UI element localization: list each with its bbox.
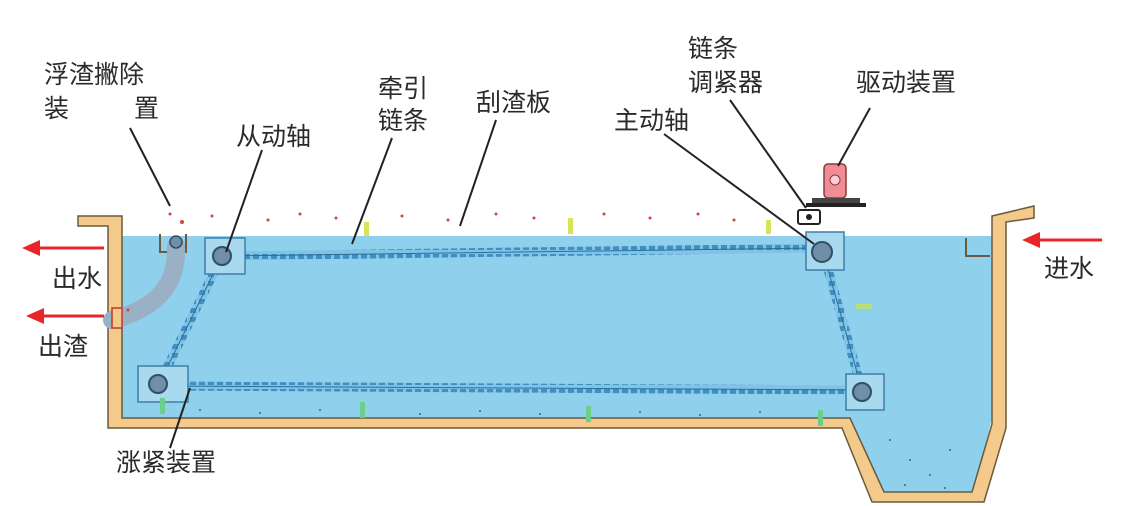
driven-shaft	[212, 246, 232, 266]
label-traction-chain-1: 牵引	[378, 74, 429, 103]
arrow-left-icon	[26, 308, 104, 324]
leader-traction-chain	[351, 137, 393, 245]
label-traction-chain-2: 链条	[378, 106, 429, 135]
scraper-plate	[766, 220, 771, 234]
label-water-outlet: 出水	[52, 264, 103, 293]
scum-pipe	[103, 237, 186, 329]
lower-right-sprocket	[852, 382, 872, 402]
leader-drive-shaft	[663, 133, 815, 245]
sediment-particles	[199, 409, 951, 489]
label-chain-tensioner-1: 链条	[688, 34, 739, 63]
scum-particles	[126, 212, 736, 312]
label-driven-shaft: 从动轴	[236, 122, 312, 151]
leader-chain-tensioner	[729, 99, 807, 209]
arrow-left-icon	[1022, 232, 1102, 248]
leader-tensioning-device	[169, 387, 191, 449]
water-body	[122, 236, 992, 498]
scraper-plate	[818, 410, 823, 426]
chain-tensioner	[797, 209, 821, 225]
leader-drive-device	[837, 107, 871, 167]
inlet-trough	[965, 238, 990, 257]
label-water-inlet: 进水	[1044, 254, 1095, 283]
arrow-left-icon	[22, 240, 104, 256]
label-scraper-plate: 刮渣板	[476, 88, 552, 117]
drive-device	[806, 163, 866, 207]
tank-wall	[77, 205, 1035, 503]
label-scum-removal-2b: 置	[134, 94, 160, 123]
scraper-plate	[586, 406, 591, 422]
scum-outlet-fitting	[111, 307, 123, 329]
label-drive-device: 驱动装置	[856, 68, 957, 97]
tensioner-sprocket	[148, 374, 168, 394]
leader-driven-shaft	[225, 149, 263, 253]
label-tensioning-device: 涨紧装置	[116, 448, 217, 477]
leader-scum-removal	[129, 127, 171, 207]
label-chain-tensioner-2: 调紧器	[688, 68, 764, 97]
scraper-plate	[160, 398, 165, 414]
label-scum-outlet: 出渣	[38, 332, 89, 361]
scraper-plate	[856, 304, 872, 309]
label-drive-shaft: 主动轴	[614, 106, 690, 135]
drive-shaft	[811, 241, 833, 263]
leader-scraper-plate	[459, 119, 497, 227]
label-scum-removal-1: 浮渣撇除	[44, 60, 145, 89]
scraper-plate	[568, 218, 573, 234]
scraper-plate	[364, 222, 369, 236]
scraper-plate	[360, 402, 365, 418]
label-scum-removal-2a: 装	[44, 94, 70, 123]
